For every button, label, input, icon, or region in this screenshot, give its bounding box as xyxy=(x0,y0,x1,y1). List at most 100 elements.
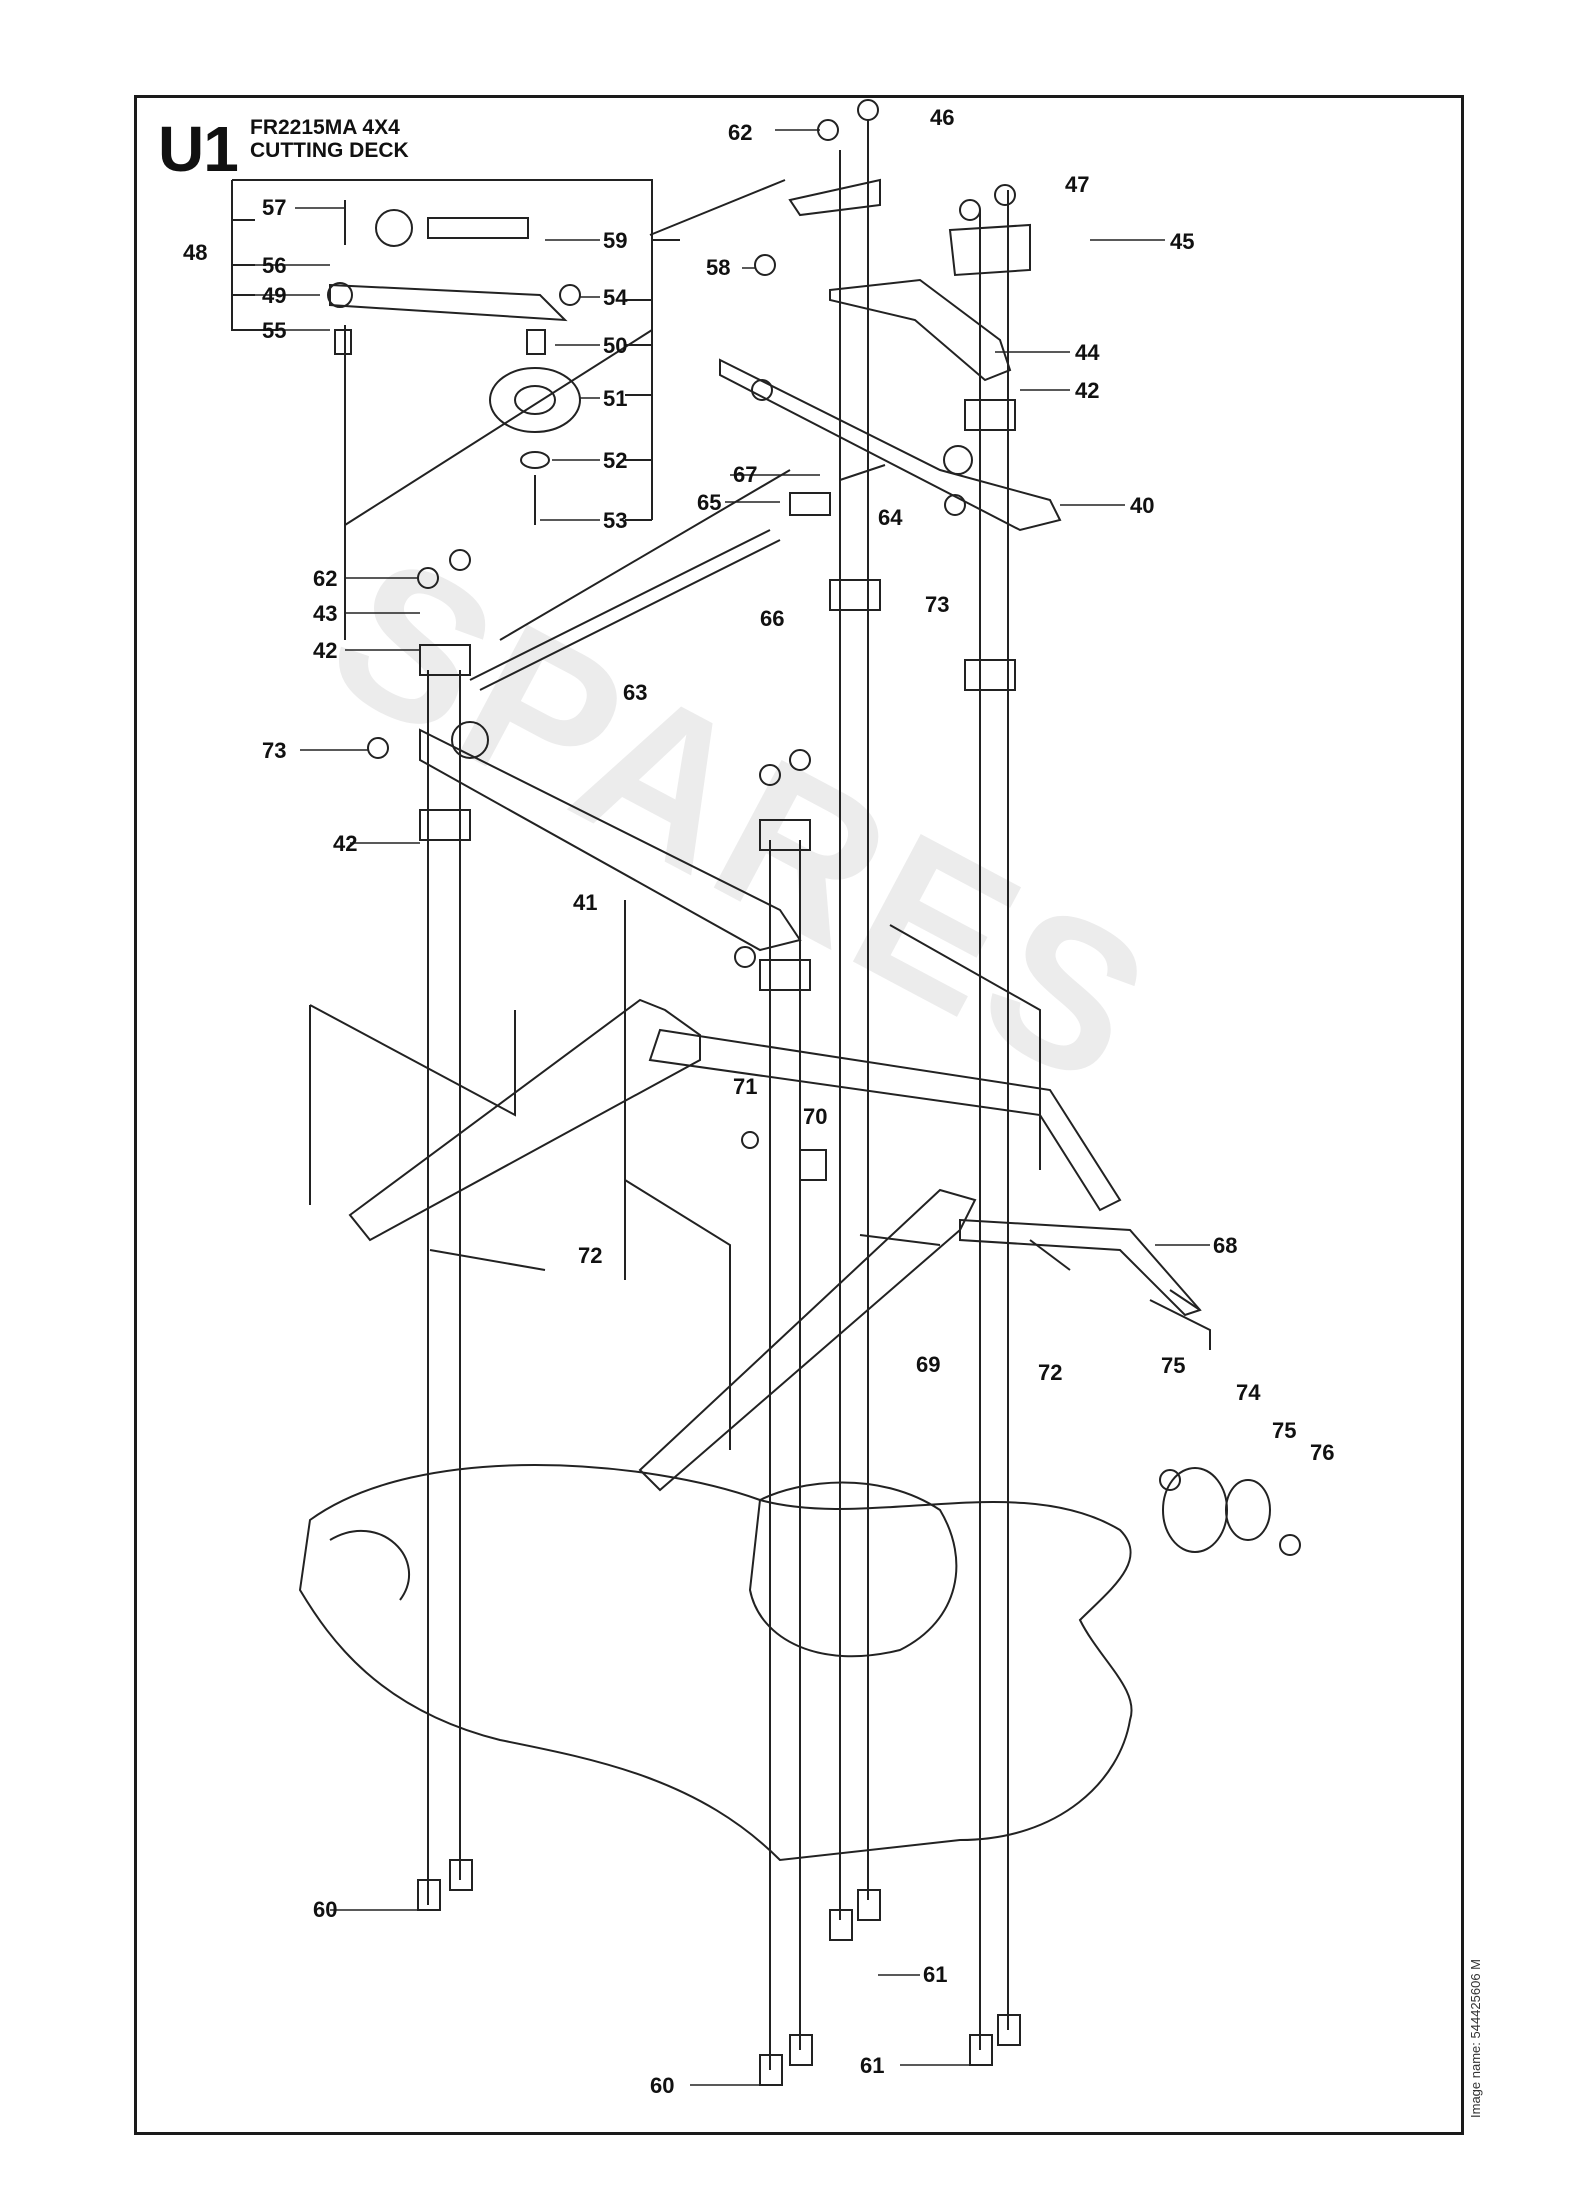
callout-75-right: 75 xyxy=(1272,1418,1297,1443)
bolt-head-60-d xyxy=(789,2034,813,2066)
callout-40: 40 xyxy=(1130,493,1155,518)
bolt-72-right xyxy=(1029,1239,1071,1271)
callout-47: 47 xyxy=(1065,172,1090,197)
nut-62-d xyxy=(994,184,1016,206)
deck-link-bar xyxy=(648,1028,1122,1212)
callout-63: 63 xyxy=(623,680,648,705)
callout-65: 65 xyxy=(697,490,722,515)
callout-62-left: 62 xyxy=(313,566,338,591)
kit-bracket-58 xyxy=(232,179,653,520)
callout-75-left: 75 xyxy=(1161,1353,1186,1378)
spring-59 xyxy=(427,217,529,239)
lift-arm-right xyxy=(638,1188,977,1492)
shaft-collar-front xyxy=(451,721,489,759)
lift-shaft-41 xyxy=(419,728,802,952)
model-name: FR2215MA 4X4 xyxy=(250,116,400,139)
nut-73-left xyxy=(367,737,389,759)
callout-57: 57 xyxy=(262,195,287,220)
lift-shaft-40 xyxy=(719,358,1062,532)
bolt-head-61-d xyxy=(997,2014,1021,2046)
callout-50: 50 xyxy=(603,333,628,358)
callout-60-left: 60 xyxy=(313,1897,338,1922)
rear-link-68 xyxy=(959,1218,1202,1317)
callout-67: 67 xyxy=(733,462,758,487)
callout-74: 74 xyxy=(1236,1380,1261,1405)
callout-48: 48 xyxy=(183,240,208,265)
callout-55: 55 xyxy=(262,318,287,343)
nut-62-h xyxy=(789,749,811,771)
washer-75-left xyxy=(1159,1469,1181,1491)
callout-56: 56 xyxy=(262,253,287,278)
callout-41: 41 xyxy=(573,890,598,915)
block-42-left xyxy=(419,644,471,676)
bolt-head-60-c xyxy=(759,2054,783,2086)
block-center-lower xyxy=(759,959,811,991)
callout-72-right: 72 xyxy=(1038,1360,1063,1385)
callout-72-left: 72 xyxy=(578,1243,603,1268)
callout-61-center: 61 xyxy=(923,1962,948,1987)
plate-47 xyxy=(948,223,1031,277)
bolt-head-61-b xyxy=(857,1889,881,1921)
nut-62-c xyxy=(959,199,981,221)
callout-49: 49 xyxy=(262,283,287,308)
tensioner-arm-49 xyxy=(329,283,568,322)
nut-62-e xyxy=(417,567,439,589)
bracket-44 xyxy=(829,278,1012,382)
callout-53: 53 xyxy=(603,508,628,533)
callout-43: 43 xyxy=(313,601,338,626)
callout-59: 59 xyxy=(603,228,628,253)
deck-edge-left xyxy=(329,1529,411,1601)
bolt-head-60-b xyxy=(449,1859,473,1891)
kit-box-diagonals xyxy=(344,325,653,640)
lift-arm-left xyxy=(348,998,701,1242)
nut-73-center xyxy=(734,946,756,968)
callout-64: 64 xyxy=(878,505,903,530)
diagram-code: U1 xyxy=(158,113,239,185)
box-outline-left xyxy=(309,1004,516,1205)
callout-73-upper: 73 xyxy=(925,592,950,617)
callout-42-left: 42 xyxy=(313,638,338,663)
arm-bushing xyxy=(327,282,353,308)
bolt-head-61-a xyxy=(829,1909,853,1941)
pin-69 xyxy=(859,1234,941,1246)
bolt-72-left xyxy=(429,1249,546,1271)
deck-pulley-cover xyxy=(748,1481,958,1658)
spacer-55 xyxy=(334,329,352,355)
callout-52: 52 xyxy=(603,448,628,473)
washer-75-right xyxy=(1279,1534,1301,1556)
block-42-upper-right xyxy=(964,399,1016,431)
pulley-hub xyxy=(514,385,556,415)
nut-62-f xyxy=(449,549,471,571)
callout-42-lower: 42 xyxy=(333,831,358,856)
nut-73-right xyxy=(944,494,966,516)
box-outline-right xyxy=(889,924,1211,1350)
bolt-head-61-c xyxy=(969,2034,993,2066)
spacer-50 xyxy=(526,329,546,355)
nut-73-upper xyxy=(751,379,773,401)
nut-62-b xyxy=(857,99,879,121)
callout-70: 70 xyxy=(803,1104,828,1129)
callout-46: 46 xyxy=(930,105,955,130)
diagram-title: FR2215MA 4X4 CUTTING DECK xyxy=(250,116,409,162)
callout-71: 71 xyxy=(733,1074,758,1099)
callout-44: 44 xyxy=(1075,340,1100,365)
nut-58 xyxy=(754,254,776,276)
nut-54 xyxy=(559,284,581,306)
callout-68: 68 xyxy=(1213,1233,1238,1258)
plate-46 xyxy=(788,178,881,217)
rod-63 xyxy=(469,529,771,681)
callout-66: 66 xyxy=(760,606,785,631)
kit-bracket-48 xyxy=(231,180,278,331)
callout-42-right: 42 xyxy=(1075,378,1100,403)
block-center xyxy=(759,819,811,851)
rod-63-edge xyxy=(479,539,781,691)
drawing-frame xyxy=(134,95,1464,2135)
kit-box-outline xyxy=(499,179,791,641)
callout-61-right: 61 xyxy=(860,2053,885,2078)
callout-58: 58 xyxy=(706,255,731,280)
callout-69: 69 xyxy=(916,1352,941,1377)
callout-54: 54 xyxy=(603,285,628,310)
callout-62-top: 62 xyxy=(728,120,753,145)
block-42-lower-left xyxy=(419,809,471,841)
